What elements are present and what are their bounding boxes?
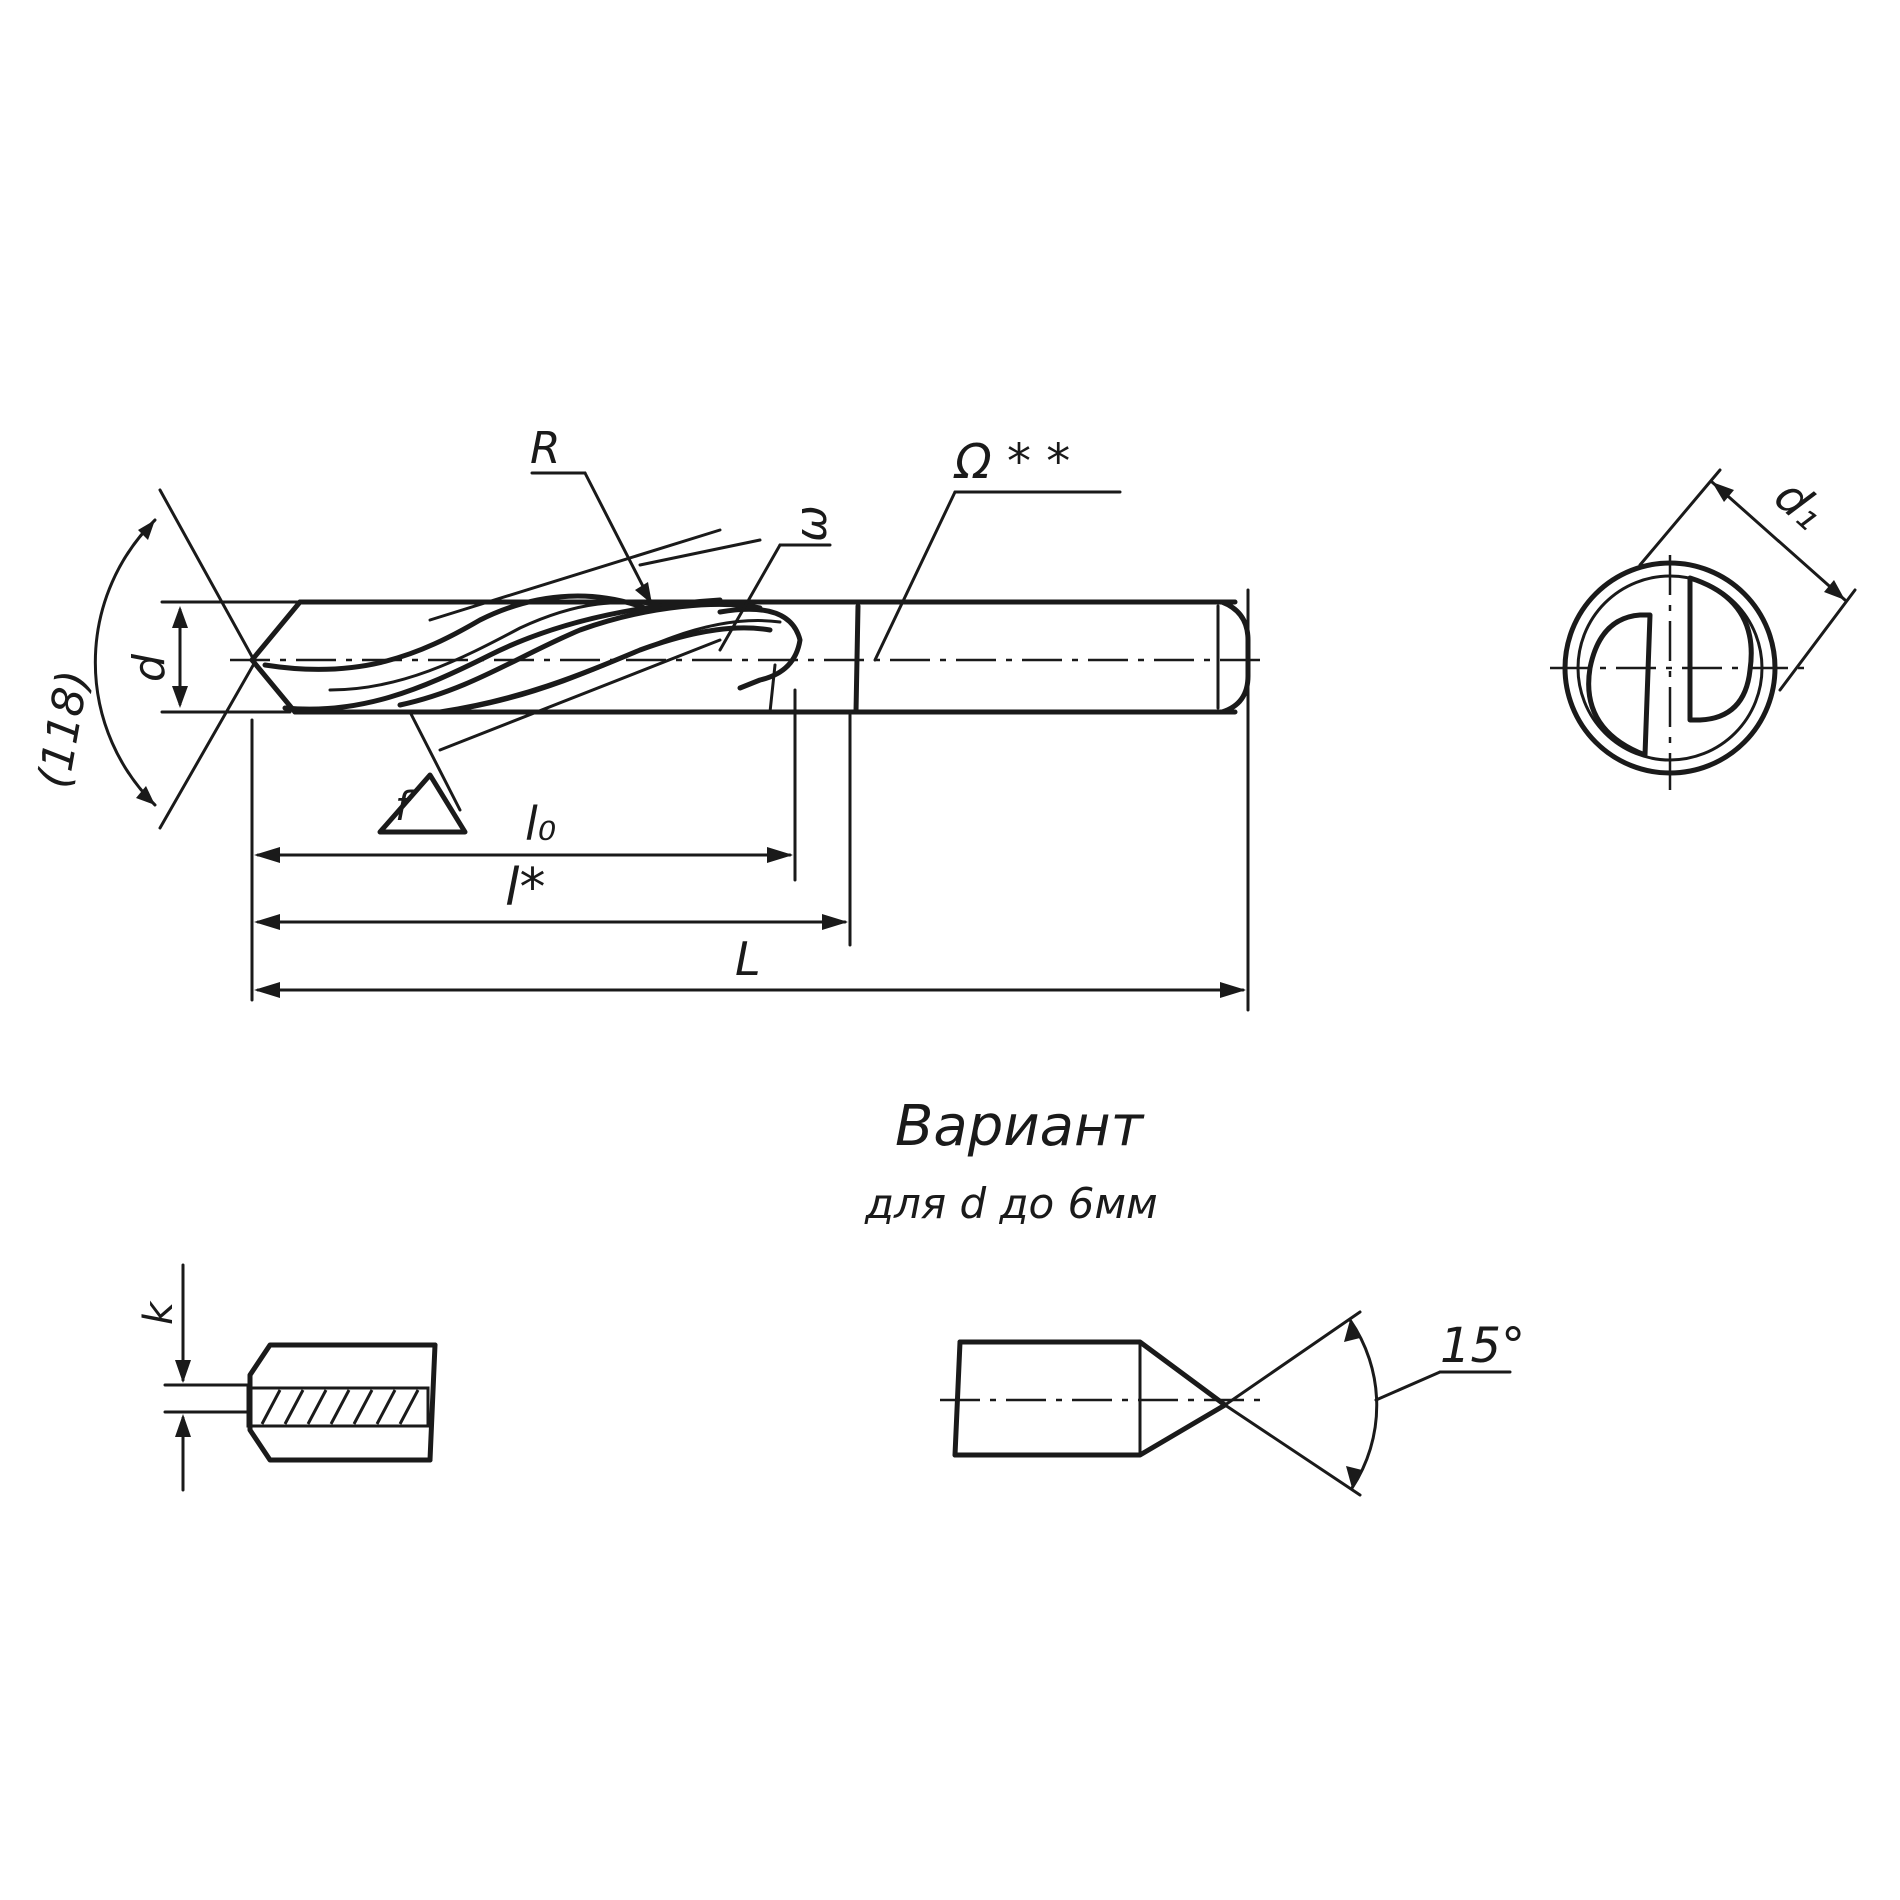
tip-angle-arrow-bottom [136, 786, 155, 805]
drill-tip [249, 599, 303, 715]
web-thickness-label: k [136, 1300, 182, 1325]
web-section [246, 1386, 430, 1428]
angle-extension-bottom [1223, 1403, 1362, 1497]
L-arrow-right [1220, 982, 1246, 998]
flute-runout-line [768, 663, 777, 714]
helix-leader [718, 543, 782, 652]
helix-angle-callout: ω [638, 505, 837, 652]
angle-arrow-bottom [1346, 1466, 1362, 1488]
shank-end-chamfer [1219, 599, 1251, 715]
angle-arc [1348, 1318, 1379, 1490]
shank-diameter-label: d₁ [1764, 468, 1836, 540]
surface-finish-leader [873, 490, 957, 662]
diameter-dimension: d [124, 600, 302, 714]
radius-leader [583, 471, 652, 602]
k-arrow-top [175, 1360, 191, 1383]
flute-edge-2 [282, 597, 723, 712]
d1-extension-2 [1778, 588, 1857, 692]
helix-angle-label: ω [786, 505, 837, 542]
tip-angle-arc [93, 518, 157, 807]
f-extension-2 [438, 638, 722, 752]
web-hatching [260, 1389, 420, 1425]
chamfer-view: 15° [940, 1310, 1525, 1497]
working-length-label: l* [505, 858, 545, 918]
total-length-label: L [735, 932, 761, 986]
l0-arrow-left [254, 847, 280, 863]
total-length-dimension: L [254, 588, 1250, 1012]
flute-edge-3 [397, 601, 763, 708]
tip-angle-extension-bottom [158, 660, 257, 830]
angle-extension-top [1223, 1310, 1362, 1407]
radius-extension [428, 528, 722, 622]
end-view-flute-left [1586, 612, 1653, 758]
d-label: d [124, 653, 175, 682]
d1-extension-1 [1638, 468, 1722, 567]
l0-arrow-right [767, 847, 793, 863]
flute-edge-1 [262, 593, 653, 672]
radius-callout: R [428, 423, 722, 622]
flute-length-label: l₀ [525, 797, 556, 851]
back-taper-callout: f [377, 638, 722, 835]
tip-angle-label: (118) [29, 667, 100, 792]
radius-arrow [635, 582, 652, 604]
d-arrow-top [172, 606, 188, 628]
end-view-flute-right [1687, 575, 1754, 723]
f-triangle [377, 772, 468, 835]
angle-arrow-top [1344, 1320, 1360, 1342]
chamfer-left-edge [952, 1339, 963, 1458]
drill-end-view: d₁ [1550, 468, 1857, 790]
web-outline [247, 1342, 438, 1463]
lstar-arrow-left [254, 914, 280, 930]
surface-finish-callout: Ω * * [873, 434, 1122, 662]
tip-angle-extension-top [158, 488, 257, 664]
flute-length-dimension: l₀ [250, 688, 797, 1002]
chamfer-outline [952, 1339, 1228, 1458]
f-extension-1 [408, 710, 462, 812]
k-arrow-bottom [175, 1414, 191, 1437]
radius-label: R [530, 423, 561, 474]
helix-extension [638, 538, 762, 567]
web-thickness-view: k [136, 1263, 438, 1492]
working-length-dimension: l* [254, 713, 852, 947]
d-arrow-bottom [172, 686, 188, 708]
angle-15-label: 15° [1440, 1318, 1525, 1374]
variant-subtitle: для d до 6мм [864, 1179, 1158, 1228]
drill-side-view [230, 593, 1260, 715]
d1-arrow-bottom [1824, 580, 1845, 600]
web-right-edge [427, 1342, 438, 1463]
back-taper-label: f [395, 784, 415, 830]
flute-land-1 [328, 600, 662, 692]
neck-boundary [853, 603, 861, 715]
flute-land-2 [468, 619, 782, 710]
lstar-arrow-right [822, 914, 848, 930]
d1-arrow-top [1712, 482, 1734, 502]
surface-finish-label: Ω * * [953, 434, 1070, 490]
d1-dimension-line [1710, 480, 1847, 602]
tip-angle-dimension: (118) [29, 488, 257, 830]
tip-angle-arrow-top [138, 520, 155, 540]
angle-leader [1374, 1370, 1442, 1402]
variant-title: Вариант [895, 1094, 1145, 1159]
L-arrow-left [254, 982, 280, 998]
